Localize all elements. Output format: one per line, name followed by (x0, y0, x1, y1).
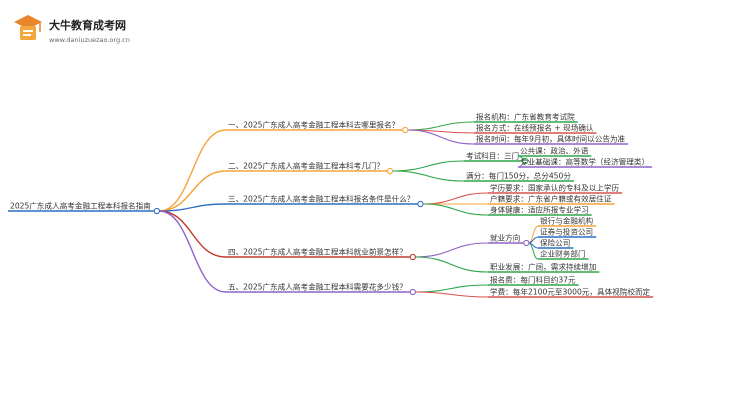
brand-name: 大牛教育成考网 (49, 18, 126, 32)
branch-4-item-2: 职业发展：广阔，需求持续增加 (490, 262, 596, 272)
branch-1-connector (158, 129, 227, 212)
branch-5-item-1: 报名费：每门科目约37元 (490, 275, 576, 285)
branch-1-item-3: 报名时间：每年9月初，具体时间以公告为准 (476, 134, 626, 144)
branch-2-item-1-dot (522, 157, 529, 165)
root-topic: 2025广东成人高考金融工程本科报名指南 (10, 201, 151, 211)
branch-5-item-2-connector (414, 291, 489, 298)
branch-4-item-1-child-3: 保险公司 (540, 238, 570, 248)
branch-2-item-2-connector (392, 170, 465, 182)
branch-3-item-1: 学历要求：国家承认的专科及以上学历 (490, 183, 619, 193)
branch-5-connector (158, 210, 227, 293)
brand-url: www.daniuzuezao.org.cn (49, 36, 130, 44)
mindmap-connectors (158, 121, 539, 298)
branch-3-item-3-connector (422, 203, 489, 216)
branch-2-title: 二、2025广东成人高考金融工程本科考几门？ (228, 161, 384, 171)
branch-3-item-3: 身体健康：适应所报专业学习 (490, 205, 589, 215)
branch-4-item-2-connector (414, 256, 489, 273)
branch-4-item-1-dot (523, 239, 530, 247)
branch-4-connector (158, 210, 227, 258)
branch-2-item-1: 考试科目：三门 (466, 151, 519, 161)
branch-2-item-1-connector (392, 160, 465, 172)
branch-4-title: 四、2025广东成人高考金融工程本科就业前景怎样？ (228, 247, 407, 257)
branch-3-item-2: 户籍要求：广东省户籍或有效居住证 (490, 194, 612, 204)
branch-1-dot (402, 126, 409, 134)
branch-1-item-2: 报名方式：在线预报名 + 现场确认 (476, 123, 594, 133)
branch-5-title: 五、2025广东成人高考金融工程本科需要花多少钱？ (228, 282, 407, 292)
branch-4-item-1-child-4: 企业财务部门 (540, 249, 586, 259)
branch-3-title: 三、2025广东成人高考金融工程本科报名条件是什么？ (228, 194, 414, 204)
branch-3-item-1-connector (422, 192, 489, 205)
branch-3-dot (417, 200, 424, 208)
branch-4-item-1-child-2: 证券与投资公司 (540, 227, 593, 237)
branch-2-item-1-child-2: 专业基础课：高等数学（经济管理类） (520, 157, 649, 167)
branch-4-item-1-connector (414, 242, 489, 258)
branch-1-item-3-connector (407, 129, 475, 145)
branch-2-item-2: 满分：每门150分，总分450分 (466, 171, 571, 181)
branch-2-item-1-child-1: 公共课：政治、外语 (520, 146, 589, 156)
mindmap-nodes: 2025广东成人高考金融工程本科报名指南 一、2025广东成人高考金融工程本科去哪… (8, 112, 654, 298)
branch-4-dot (409, 253, 416, 261)
branch-1-item-1-connector (407, 121, 475, 131)
branch-1-title: 一、2025广东成人高考金融工程本科去哪里报名？ (228, 120, 399, 130)
branch-5-item-1-connector (414, 284, 489, 293)
branch-4-item-1-child-1: 银行与金融机构 (540, 216, 594, 226)
branch-4-item-1: 就业方向 (490, 233, 520, 243)
graduation-cap-icon (14, 15, 42, 40)
branch-5-item-2: 学费：每年2100元至3000元，具体视院校而定 (490, 287, 651, 297)
brand-logo: 大牛教育成考网 www.daniuzuezao.org.cn (14, 15, 130, 44)
root-connector-dot (153, 207, 160, 215)
branch-1-item-1: 报名机构：广东省教育考试院 (476, 112, 575, 122)
branch-2-dot (386, 167, 394, 175)
branch-2-connector (158, 170, 227, 212)
branch-3-connector (158, 203, 227, 212)
branch-5-dot (409, 288, 416, 296)
